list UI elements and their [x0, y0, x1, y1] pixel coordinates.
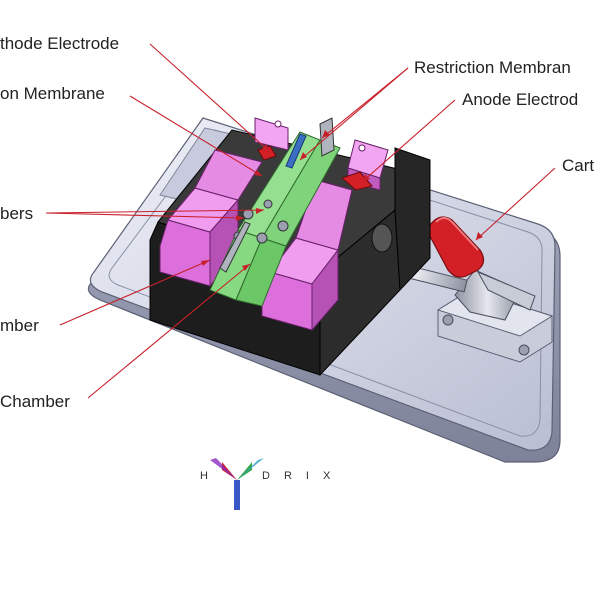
label-cathode-electrode: thode Electrode — [0, 34, 120, 53]
label-chamber-bottom: Chamber — [0, 392, 70, 411]
logo-letter-h: H — [200, 470, 222, 482]
leader-arrowheads — [201, 130, 483, 271]
purple-blocks — [159, 117, 389, 332]
label-chamber-left: mber — [0, 316, 39, 335]
logo-text: DRIX — [262, 470, 345, 482]
label-restriction-membrane: Restriction Membran — [414, 58, 571, 77]
logo-mark — [210, 458, 264, 510]
label-anode-electrode: Anode Electrod — [462, 90, 579, 109]
label-cartridge-clamp: Cart — [562, 156, 595, 175]
clamp-base — [436, 269, 554, 363]
label-chambers: bers — [0, 204, 34, 223]
electrode-markers — [257, 120, 373, 191]
leader-lines — [45, 43, 556, 399]
label-exchange-membrane: on Membrane — [0, 84, 105, 103]
